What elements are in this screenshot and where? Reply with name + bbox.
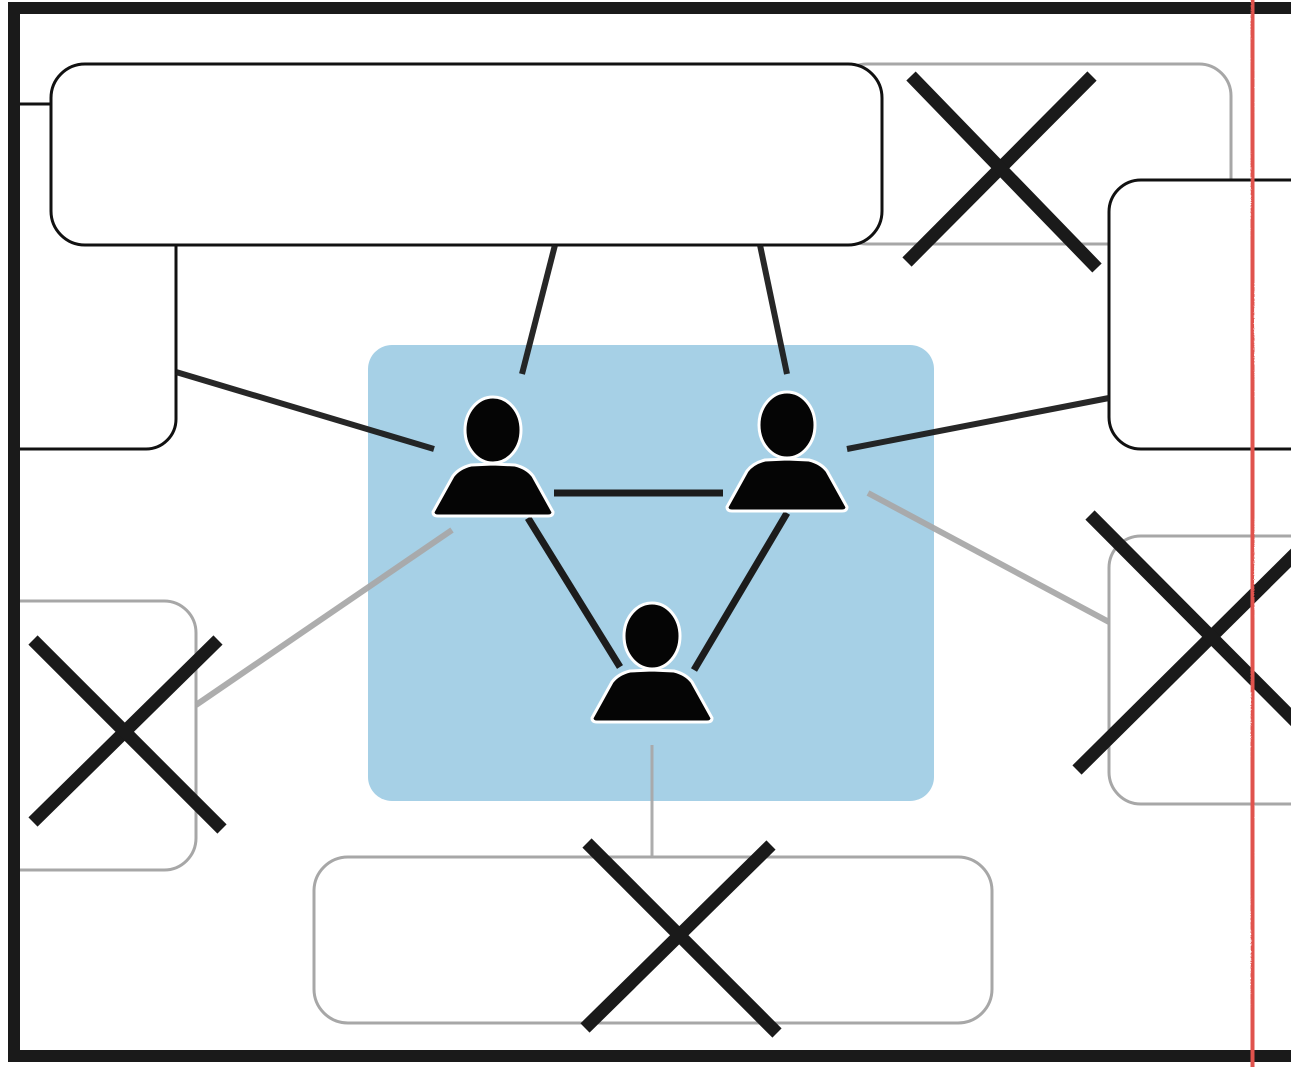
connector-right-lower — [866, 490, 1111, 625]
container-left-lower — [20, 599, 198, 872]
connector-right-mid — [846, 395, 1110, 452]
internal-connectors — [525, 489, 791, 672]
link-person-a-c — [525, 516, 623, 669]
person-icon — [431, 395, 555, 518]
core-group-box — [368, 345, 934, 801]
cross-mark-right-lower — [1072, 510, 1291, 775]
outer-frame — [8, 2, 1291, 1062]
connector-left-lower — [194, 527, 454, 708]
cross-mark-left-lower — [28, 635, 227, 834]
person-b — [725, 390, 849, 513]
connector-top-right — [757, 244, 790, 375]
person-c — [590, 601, 714, 724]
boundary-line — [1247, 0, 1258, 1067]
person-icon — [725, 390, 849, 513]
external-connectors — [175, 244, 1111, 857]
container-bottom-wide — [312, 855, 994, 1025]
container-right-mid — [1107, 178, 1291, 451]
container-top-wide — [49, 62, 884, 247]
link-person-b-c — [690, 511, 791, 672]
cross-mark-bottom-wide — [580, 838, 782, 1038]
connector-left-tall — [175, 369, 435, 452]
person-icon — [590, 601, 714, 724]
cross-mark-top-right — [902, 71, 1102, 273]
connector-top-left — [519, 244, 558, 375]
person-a — [431, 395, 555, 518]
x-mark-icon — [1072, 548, 1291, 775]
